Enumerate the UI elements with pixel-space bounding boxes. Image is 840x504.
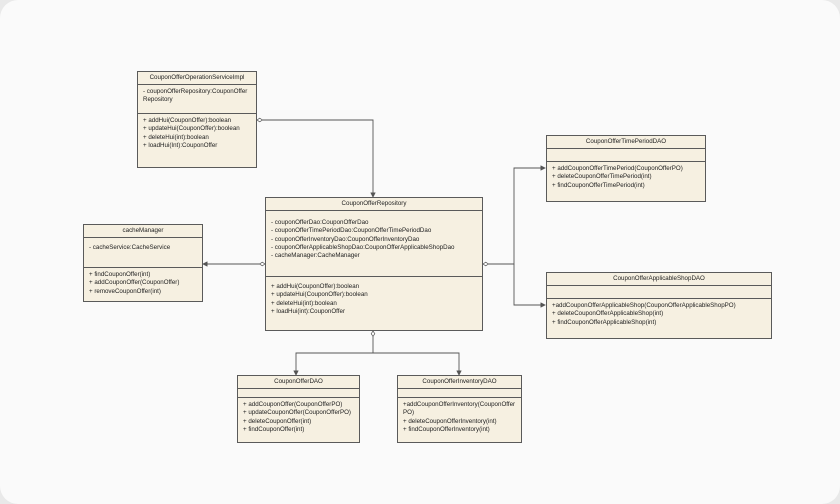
method: + updateHui(CouponOffer):boolean (143, 125, 240, 133)
method: + addHui(CouponOffer):boolean (271, 283, 360, 290)
method: + deleteCouponOffer(int) (243, 417, 312, 425)
method: + updateCouponOffer(CouponOfferPO) (243, 409, 351, 417)
connector-repository-to-applicableshop (513, 264, 546, 308)
methods-section: + addHui(CouponOffer):boolean + updateHu… (266, 277, 482, 319)
method: + deleteCouponOfferApplicableShop(int) (552, 310, 664, 318)
class-name: CouponOfferInventoryDAO (398, 376, 521, 389)
class-coupon-offer-repository[interactable]: CouponOfferRepository - couponOfferDao:C… (265, 197, 483, 331)
connector-repository-to-inventorydao (373, 352, 462, 376)
method: + findCouponOfferApplicableShop(int) (552, 318, 657, 326)
method: + findCouponOffer(int) (89, 271, 151, 278)
attributes-section (398, 389, 521, 398)
method: +addCouponOfferInventory(CouponOfferPO) (403, 401, 516, 417)
class-cache-manager[interactable]: cacheManager - cacheService:CacheService… (83, 224, 203, 302)
attribute: - couponOfferRepository:CouponOffer Repo… (143, 88, 248, 104)
attribute: - cacheManager:CacheManager (271, 252, 360, 260)
class-coupon-offer-inventory-dao[interactable]: CouponOfferInventoryDAO +addCouponOfferI… (397, 375, 522, 443)
method: + addCouponOffer(CouponOffer) (89, 279, 180, 287)
method: + deleteCouponOfferInventory(int) (403, 417, 497, 425)
connector-service-to-repository (256, 117, 376, 198)
class-name: cacheManager (84, 225, 202, 238)
class-name: CouponOfferRepository (266, 198, 482, 211)
method: +addCouponOfferApplicableShop(CouponOffe… (552, 302, 736, 309)
method: + findCouponOffer(int) (243, 426, 305, 434)
methods-section: +addCouponOfferApplicableShop(CouponOffe… (547, 299, 771, 330)
attribute: - couponOfferInventoryDao:CouponOfferInv… (271, 235, 420, 243)
method: + addCouponOffer(CouponOfferPO) (243, 401, 343, 408)
class-coupon-offer-dao[interactable]: CouponOfferDAO + addCouponOffer(CouponOf… (237, 375, 360, 443)
class-coupon-offer-time-period-dao[interactable]: CouponOfferTimePeriodDAO + addCouponOffe… (546, 135, 706, 202)
attributes-section (238, 389, 359, 398)
attributes-section: - cacheService:CacheService (84, 238, 202, 268)
connector-repository-to-timeperiod (482, 165, 546, 267)
method: + loadHui(Int):CouponOffer (143, 142, 218, 150)
attribute: - cacheService:CacheService (89, 244, 171, 251)
method: + deleteHui(int):boolean (143, 133, 209, 141)
class-name: CouponOfferTimePeriodDAO (547, 136, 705, 149)
methods-section: +addCouponOfferInventory(CouponOfferPO) … (398, 398, 521, 437)
attributes-section: - couponOfferRepository:CouponOffer Repo… (138, 85, 256, 114)
class-name: CouponOfferApplicableShopDAO (547, 273, 771, 286)
methods-section: + addCouponOfferTimePeriod(CouponOfferPO… (547, 162, 705, 193)
connector-repository-to-coupondao (293, 330, 376, 376)
class-name: CouponOfferOperationServiceImpl (138, 72, 256, 85)
method: + removeCouponOffer(int) (89, 287, 161, 295)
method: + addCouponOfferTimePeriod(CouponOfferPO… (552, 165, 683, 172)
method: + findCouponOfferTimePeriod(int) (552, 181, 645, 189)
methods-section: + addCouponOffer(CouponOfferPO) + update… (238, 398, 359, 437)
method: + updateHui(CouponOffer):boolean (271, 291, 368, 299)
class-name: CouponOfferDAO (238, 376, 359, 389)
attribute: - couponOfferTimePeriodDao:CouponOfferTi… (271, 227, 432, 235)
class-coupon-offer-applicable-shop-dao[interactable]: CouponOfferApplicableShopDAO +addCouponO… (546, 272, 772, 339)
attributes-section (547, 286, 771, 299)
method: + deleteCouponOfferTimePeriod(int) (552, 173, 652, 181)
method: + addHui(CouponOffer):boolean (143, 117, 232, 124)
method: + loadHui(int):CouponOffer (271, 308, 346, 316)
method: + findCouponOfferInventory(int) (403, 426, 490, 434)
attributes-section: - couponOfferDao:CouponOfferDao - coupon… (266, 211, 482, 277)
methods-section: + findCouponOffer(int) + addCouponOffer(… (84, 268, 202, 299)
methods-section: + addHui(CouponOffer):boolean + updateHu… (138, 114, 256, 153)
attribute: - couponOfferApplicableShopDao:CouponOff… (271, 244, 455, 252)
method: + deleteHui(int):boolean (271, 299, 337, 307)
class-coupon-offer-operation-service-impl[interactable]: CouponOfferOperationServiceImpl - coupon… (137, 71, 257, 168)
attribute: - couponOfferDao:CouponOfferDao (271, 219, 369, 226)
attributes-section (547, 149, 705, 162)
